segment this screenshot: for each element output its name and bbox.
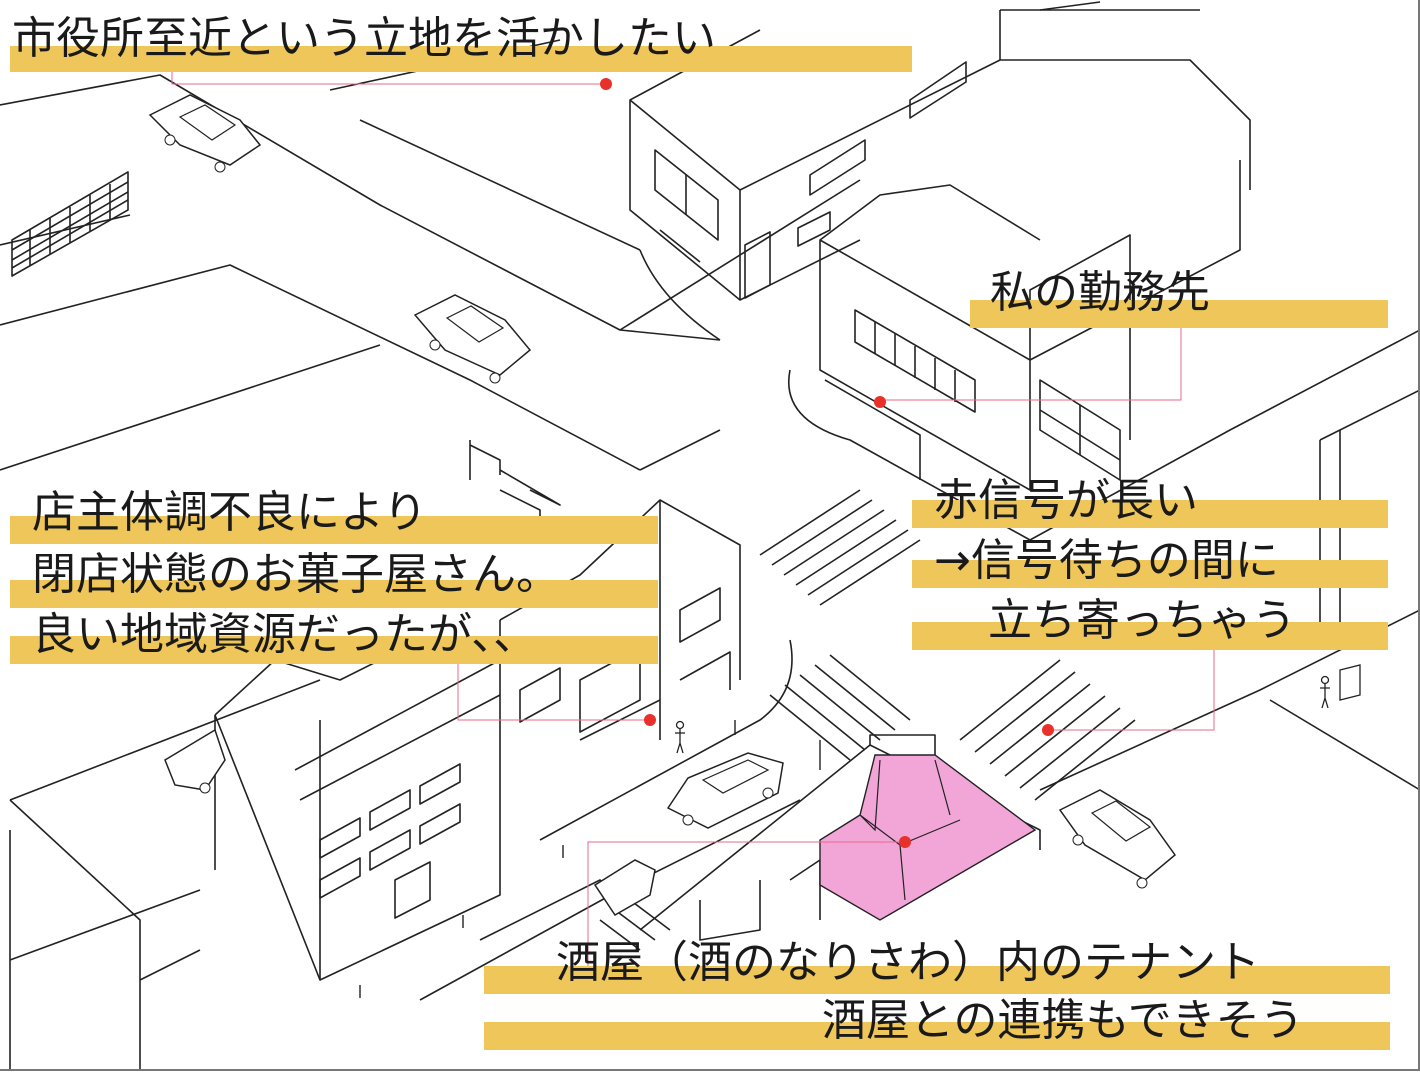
crosswalk-west <box>769 654 911 761</box>
car-icon <box>413 294 532 384</box>
marker-city-hall <box>600 78 612 90</box>
leader-lines <box>171 72 1215 968</box>
bar-closed-shop-2 <box>10 580 658 608</box>
annotation-closed-shop-line-1: 店主体調不良により <box>32 487 428 538</box>
annotation-liquor-line-2: 酒屋との連携もできそう <box>822 995 1304 1046</box>
person-figure-icon <box>675 720 685 754</box>
car-icon <box>666 752 784 829</box>
annotation-liquor-line-1: 酒屋（酒のなりさわ）内のテナント <box>556 937 1260 988</box>
crosswalk-south <box>599 899 671 951</box>
annotation-city-hall: 市役所至近という立地を活かしたい <box>12 13 716 64</box>
person-figure-icon <box>1320 664 1361 709</box>
annotation-closed-shop-line-3: 良い地域資源だったが、、 <box>32 609 538 660</box>
marker-workplace <box>874 396 886 408</box>
marker-dots <box>600 78 1054 848</box>
bar-red-light-1 <box>912 500 1388 528</box>
grid-fence <box>11 171 129 277</box>
car-icon <box>164 728 226 794</box>
annotation-red-light-line-3: 立ち寄っちゃう <box>988 595 1296 646</box>
bar-red-light-3 <box>912 622 1388 650</box>
building-left-large <box>214 620 501 981</box>
annotation-workplace: 私の勤務先 <box>990 267 1210 318</box>
car-icon <box>148 94 262 173</box>
bollards <box>359 720 821 998</box>
annotation-red-light-line-2: →信号待ちの間に <box>934 535 1279 586</box>
building-bottom-left <box>9 799 201 1071</box>
car-icon <box>1058 789 1177 889</box>
bar-closed-shop-1 <box>10 516 658 544</box>
highlight-bars <box>10 46 1390 1050</box>
marker-crosswalk <box>1042 724 1054 736</box>
bar-closed-shop-3 <box>10 636 658 664</box>
building-sweets-shop <box>469 440 741 741</box>
marker-tenant <box>899 836 911 848</box>
crosswalk-north <box>759 489 921 606</box>
bar-red-light-2 <box>912 560 1388 588</box>
bar-liquor-1 <box>484 966 1390 994</box>
annotation-red-light-line-1: 赤信号が長い <box>934 475 1198 526</box>
crosswalk-east <box>959 659 1136 801</box>
marker-sweets-shop <box>644 714 656 726</box>
building-far-right <box>1319 389 1420 650</box>
car-icon <box>593 859 656 916</box>
bar-workplace <box>970 300 1388 328</box>
annotation-closed-shop-line-2: 閉店状態のお菓子屋さん。 <box>32 549 560 600</box>
bar-city-hall <box>10 46 912 72</box>
bar-liquor-2 <box>484 1022 1390 1050</box>
